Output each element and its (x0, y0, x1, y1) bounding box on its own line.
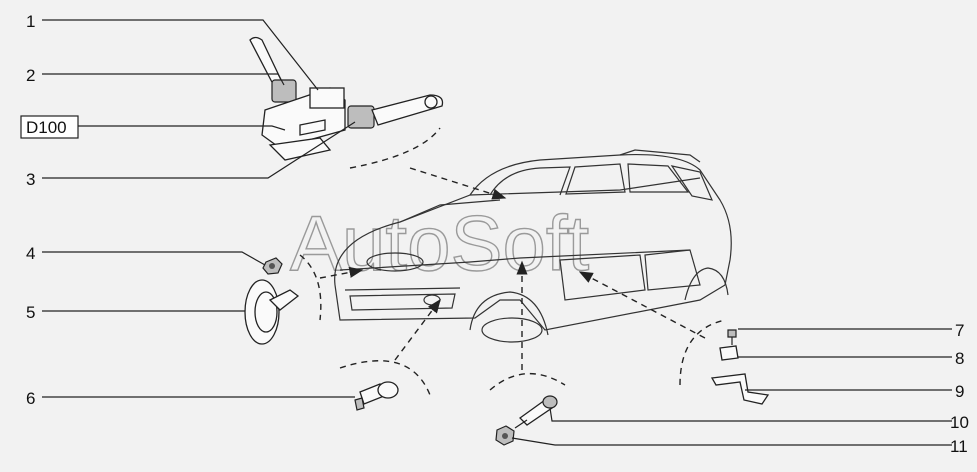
callout-9: 9 (955, 382, 964, 401)
callout-8: 8 (955, 349, 964, 368)
leader-lines (42, 19, 952, 446)
watermark-text: AutoSoft (290, 199, 590, 287)
callout-11: 11 (950, 437, 968, 456)
reference-box (20, 115, 79, 139)
callout-6: 6 (26, 389, 35, 408)
callout-ref: D100 (26, 118, 67, 137)
steering-column-switch-assembly (249, 36, 444, 161)
horn (244, 279, 300, 345)
bracket-assembly (710, 329, 770, 405)
callout-2: 2 (26, 66, 35, 85)
callout-10: 10 (950, 413, 969, 432)
callout-7: 7 (955, 321, 964, 340)
callout-3: 3 (26, 170, 35, 189)
switch-part-10 (514, 395, 558, 429)
callout-labels: 1 2 D100 3 4 5 6 7 8 9 10 11 (20, 12, 969, 456)
horn-nut (262, 257, 283, 275)
callout-4: 4 (26, 244, 35, 263)
callout-1: 1 (26, 12, 35, 31)
sensor-part-6 (354, 381, 399, 411)
nut-part-11 (495, 425, 515, 446)
dashed-guides (299, 127, 726, 396)
callout-5: 5 (26, 303, 35, 322)
